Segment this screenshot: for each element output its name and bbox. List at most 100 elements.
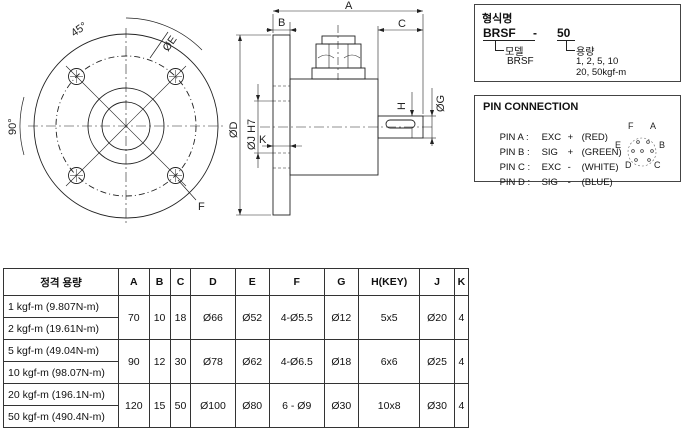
bolt-holes xyxy=(68,68,184,184)
header-h-key: H(KEY) xyxy=(357,268,421,296)
value-cell: 4-Ø5.5 xyxy=(268,295,325,340)
pin-a-dot xyxy=(646,140,650,144)
pin-e-label: E xyxy=(615,140,621,150)
value-cell: 4 xyxy=(453,339,470,384)
header-k: K xyxy=(453,268,470,296)
pin-row: PIN D :SIG-(BLUE) xyxy=(499,177,613,188)
header-b: B xyxy=(148,268,171,296)
pin-row: PIN C :EXC-(WHITE) xyxy=(499,162,619,173)
value-cell: 70 xyxy=(118,295,150,340)
header-d: D xyxy=(190,268,236,296)
pin-row: PIN A :EXC+(RED) xyxy=(499,132,608,143)
value-cell: Ø25 xyxy=(419,339,455,384)
header-j: J xyxy=(419,268,455,296)
value-cell: 90 xyxy=(118,339,150,384)
pin-d-label: D xyxy=(625,160,632,170)
bolt-hole xyxy=(68,167,85,184)
value-cell: Ø18 xyxy=(323,339,359,384)
capacity-code-underline xyxy=(557,40,575,41)
table-row: 5 kgf-m (49.04N-m) 90 12 30 Ø78 Ø62 4-Ø6… xyxy=(3,339,470,384)
header-capacity: 정격 용량 xyxy=(3,268,119,296)
f-label: F xyxy=(198,201,205,213)
pin-a-label: A xyxy=(650,121,656,131)
value-cell: Ø30 xyxy=(419,383,455,428)
angle-90-label: 90° xyxy=(7,118,19,135)
dim-b-label: B xyxy=(278,17,285,29)
shaft-key xyxy=(385,119,416,129)
dim-c-label: C xyxy=(398,18,406,30)
table-row: 1 kgf-m (9.807N-m) 70 10 18 Ø66 Ø52 4-Ø5… xyxy=(3,295,470,340)
value-cell: Ø100 xyxy=(190,383,236,428)
angle-45-arc xyxy=(125,17,203,51)
capacity-cell: 50 kgf-m (490.4N-m) xyxy=(3,405,119,428)
header-g: G xyxy=(323,268,359,296)
flange-body xyxy=(272,34,291,216)
capacity-values-1: 1, 2, 5, 10 xyxy=(576,56,619,67)
header-a: A xyxy=(118,268,150,296)
angle-45-label: 45° xyxy=(69,20,90,39)
value-cell: 50 xyxy=(169,383,192,428)
front-view: 45° 90° ØE F xyxy=(7,17,225,224)
model-bracket xyxy=(495,41,504,51)
phi-e-leader xyxy=(149,31,169,59)
value-cell: 10 xyxy=(148,295,171,340)
diagonal-line-2 xyxy=(65,65,187,187)
header-c: C xyxy=(169,268,192,296)
dim-j-label: ØJ H7 xyxy=(246,119,258,150)
model-label: 모델 xyxy=(505,47,524,58)
pin-c-label: C xyxy=(654,160,661,170)
pin-f-dot xyxy=(636,140,640,144)
f-leader xyxy=(177,179,197,201)
header-e: E xyxy=(234,268,270,296)
pin-d-dot xyxy=(634,158,638,162)
bolt-hole xyxy=(167,167,184,184)
model-code-underline xyxy=(483,40,535,41)
value-cell: 4-Ø6.5 xyxy=(268,339,325,384)
technical-drawing: 45° 90° ØE F xyxy=(7,0,447,224)
table-header-row: 정격 용량 A B C D E F G H(KEY) J K xyxy=(3,268,470,296)
model-value: BRSF xyxy=(507,56,534,67)
value-cell: Ø62 xyxy=(234,339,270,384)
value-cell: Ø30 xyxy=(323,383,359,428)
value-cell: Ø78 xyxy=(190,339,236,384)
value-cell: 6x6 xyxy=(357,339,421,384)
model-code: BRSF xyxy=(483,26,516,40)
value-cell: 5x5 xyxy=(357,295,421,340)
dim-a-label: A xyxy=(345,0,353,12)
phi-e-label: ØE xyxy=(161,34,180,54)
capacity-cell: 20 kgf-m (196.1N-m) xyxy=(3,383,119,406)
capacity-values-2: 20, 50kgf-m xyxy=(576,67,627,78)
value-cell: 4 xyxy=(453,295,470,340)
value-cell: 6 - Ø9 xyxy=(268,383,325,428)
connector-nut xyxy=(321,35,356,45)
capacity-cell: 2 kgf-m (19.61N-m) xyxy=(3,317,119,340)
dim-k-label: K xyxy=(259,134,267,146)
value-cell: Ø12 xyxy=(323,295,359,340)
bolt-hole xyxy=(167,68,184,85)
pin-connection-box: PIN CONNECTION PIN A :EXC+(RED) PIN B :S… xyxy=(474,95,681,188)
bolt-hole xyxy=(68,68,85,85)
connector-base xyxy=(311,67,366,80)
value-cell: 10x8 xyxy=(357,383,421,428)
dim-h-label: H xyxy=(396,102,408,110)
value-cell: Ø52 xyxy=(234,295,270,340)
pin-b-label: B xyxy=(659,140,665,150)
connector-body xyxy=(315,43,362,69)
value-cell: 30 xyxy=(169,339,192,384)
specification-table: 정격 용량 A B C D E F G H(KEY) J K 1 kgf-m (… xyxy=(3,268,470,428)
side-view: A B C H ØG ØD ØJ H7 K xyxy=(228,0,447,216)
value-cell: 12 xyxy=(148,339,171,384)
capacity-label: 용량 xyxy=(576,47,595,58)
capacity-cell: 1 kgf-m (9.807N-m) xyxy=(3,295,119,318)
header-f: F xyxy=(268,268,325,296)
value-cell: 18 xyxy=(169,295,192,340)
dim-g-label: ØG xyxy=(435,95,447,112)
model-code-dash: - xyxy=(533,26,537,40)
model-code-box: 형식명 BRSF - 50 모델 BRSF 용량 1, 2, 5, 10 20,… xyxy=(474,4,681,82)
connector-pin-diagram: F A B E D C xyxy=(615,121,665,170)
pin-center-dot xyxy=(640,149,644,153)
pin-connection-title: PIN CONNECTION xyxy=(483,101,579,113)
pin-b-dot xyxy=(650,149,654,153)
value-cell: Ø66 xyxy=(190,295,236,340)
model-capacity-code: 50 xyxy=(557,26,571,40)
